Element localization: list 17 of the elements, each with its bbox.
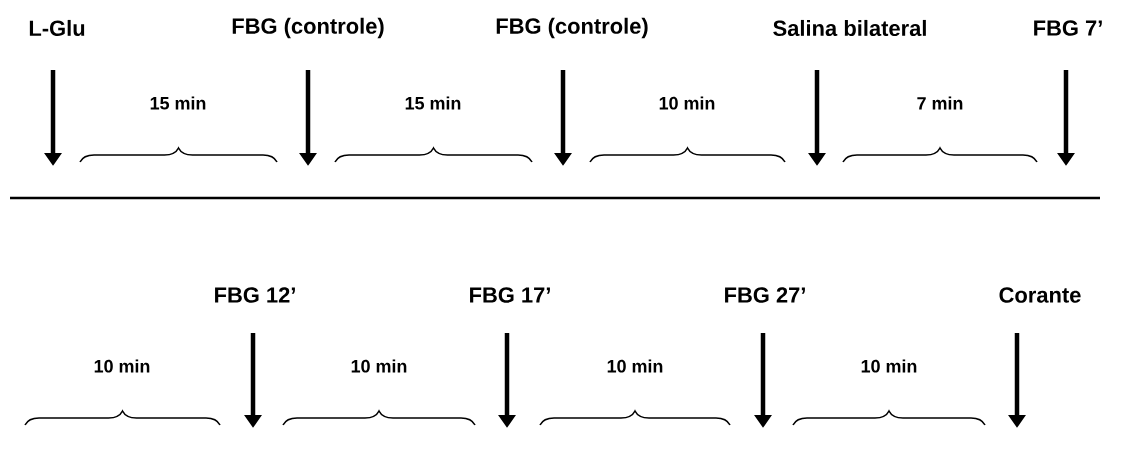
duration-label: 10 min — [659, 96, 715, 110]
event-label: FBG 12’ — [215, 287, 295, 303]
duration-label: 10 min — [607, 359, 663, 373]
duration-label: 15 min — [150, 96, 206, 110]
event-label: FBG (controle) — [496, 17, 648, 39]
duration-label: 10 min — [351, 359, 407, 373]
event-label: L-Glu — [29, 19, 85, 37]
event-label: Corante — [999, 287, 1081, 303]
event-label: FBG 7’ — [1034, 20, 1102, 36]
duration-label: 10 min — [861, 359, 917, 373]
event-label: FBG 17’ — [470, 287, 550, 303]
duration-label: 15 min — [405, 96, 461, 110]
event-label: FBG (controle) — [232, 17, 384, 39]
duration-label: 10 min — [94, 359, 150, 373]
event-label: FBG 27’ — [725, 287, 805, 303]
duration-label: 7 min — [917, 96, 963, 110]
event-label: Salina bilateral — [773, 19, 926, 37]
